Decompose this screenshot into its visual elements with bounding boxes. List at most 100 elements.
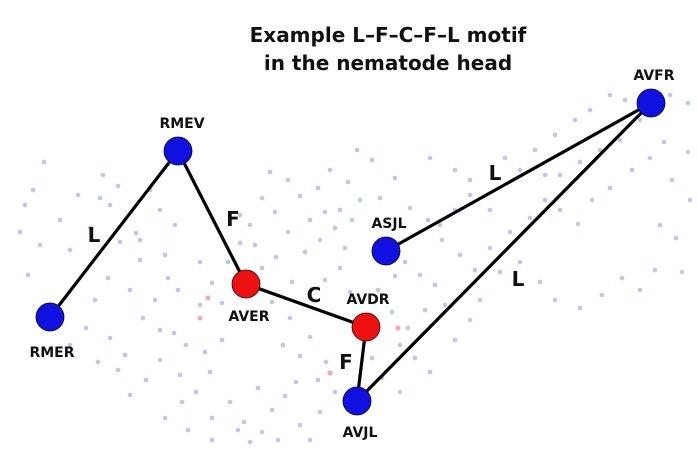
background-dot <box>269 407 275 413</box>
background-dot <box>127 287 133 293</box>
background-dot <box>273 254 279 260</box>
background-dot <box>427 369 433 375</box>
background-dot <box>107 335 113 341</box>
node-label-avfr: AVFR <box>633 68 674 84</box>
background-dot <box>679 269 685 275</box>
background-dot <box>307 217 313 223</box>
background-dot <box>422 307 428 313</box>
background-dot <box>247 222 253 228</box>
background-dot <box>452 167 458 173</box>
background-dot <box>92 297 98 303</box>
edge-label-asjl-avfr: L <box>489 161 502 185</box>
node-rmer <box>35 302 65 332</box>
background-dot <box>397 342 403 348</box>
background-dot <box>619 275 625 281</box>
background-dot <box>157 207 163 213</box>
background-dot <box>607 92 613 98</box>
background-dot <box>137 257 143 263</box>
background-dot <box>285 177 291 183</box>
background-dot <box>437 222 443 228</box>
background-dot <box>369 355 375 361</box>
background-dot <box>577 305 583 311</box>
background-dot <box>100 172 106 178</box>
background-dot <box>317 409 323 415</box>
background-dot <box>673 235 679 241</box>
node-aver <box>231 269 261 299</box>
background-dot <box>457 252 463 258</box>
background-dot <box>209 437 215 443</box>
background-dot <box>587 107 593 113</box>
background-dot <box>275 437 281 443</box>
background-dot <box>177 372 183 378</box>
background-dot <box>97 195 103 201</box>
node-rmev <box>163 136 193 166</box>
background-dot <box>157 327 163 333</box>
background-dot <box>171 330 177 336</box>
background-dot <box>285 229 291 235</box>
background-dot <box>661 139 667 145</box>
background-dot <box>392 175 398 181</box>
background-dot <box>347 289 353 295</box>
background-dot <box>477 297 483 303</box>
background-dot <box>487 245 493 251</box>
background-dot <box>527 215 533 221</box>
node-label-asjl: ASJL <box>371 216 406 232</box>
background-dot <box>439 237 445 243</box>
background-dot <box>280 342 286 348</box>
node-label-rmev: RMEV <box>159 116 204 132</box>
background-dot <box>589 197 595 203</box>
background-dot <box>307 437 313 443</box>
background-dot <box>25 272 31 278</box>
background-dot <box>354 147 360 153</box>
background-dot <box>297 353 303 359</box>
background-dot-pink <box>395 325 401 331</box>
background-dot <box>537 279 543 285</box>
background-dot <box>157 357 163 363</box>
background-dot <box>349 217 355 223</box>
background-dot <box>219 300 225 306</box>
node-label-avdr: AVDR <box>346 292 389 308</box>
background-dot <box>315 377 321 383</box>
background-dot <box>272 209 278 215</box>
node-avfr <box>636 88 666 118</box>
background-dot <box>247 439 253 445</box>
background-dot <box>597 147 603 153</box>
background-dot <box>467 177 473 183</box>
background-dot <box>67 342 73 348</box>
background-dot <box>297 422 303 428</box>
edge-rmev-aver <box>176 149 248 286</box>
background-dot <box>115 367 121 373</box>
background-dot <box>237 212 243 218</box>
background-dot <box>209 280 215 286</box>
background-dot <box>282 393 288 399</box>
background-dot <box>209 415 215 421</box>
background-dot <box>105 275 111 281</box>
background-dot <box>637 117 643 123</box>
background-dot <box>289 279 295 285</box>
background-dot <box>87 225 93 231</box>
node-asjl <box>371 236 401 266</box>
edge-avjl-avfr <box>355 101 653 403</box>
edge-asjl-avfr <box>384 101 653 253</box>
background-dot <box>115 183 121 189</box>
background-dot <box>165 275 171 281</box>
background-dot <box>575 221 581 227</box>
background-dot <box>345 179 351 185</box>
edge-label-rmer-rmev: L <box>88 223 101 247</box>
node-label-aver: AVER <box>228 309 269 325</box>
background-dot <box>332 225 338 231</box>
node-labels: RMER RMEV AVER AVDR AVJL ASJL AVFR <box>29 68 674 441</box>
background-dot <box>287 315 293 321</box>
background-dot <box>322 209 328 215</box>
background-dot <box>241 419 247 425</box>
background-dot <box>369 157 375 163</box>
background-dot <box>227 399 233 405</box>
background-dot <box>472 267 478 273</box>
background-dot <box>507 229 513 235</box>
background-dot <box>375 287 381 293</box>
background-dot <box>687 197 693 203</box>
background-dot <box>517 167 523 173</box>
background-dot <box>17 229 23 235</box>
background-dot <box>307 334 313 340</box>
